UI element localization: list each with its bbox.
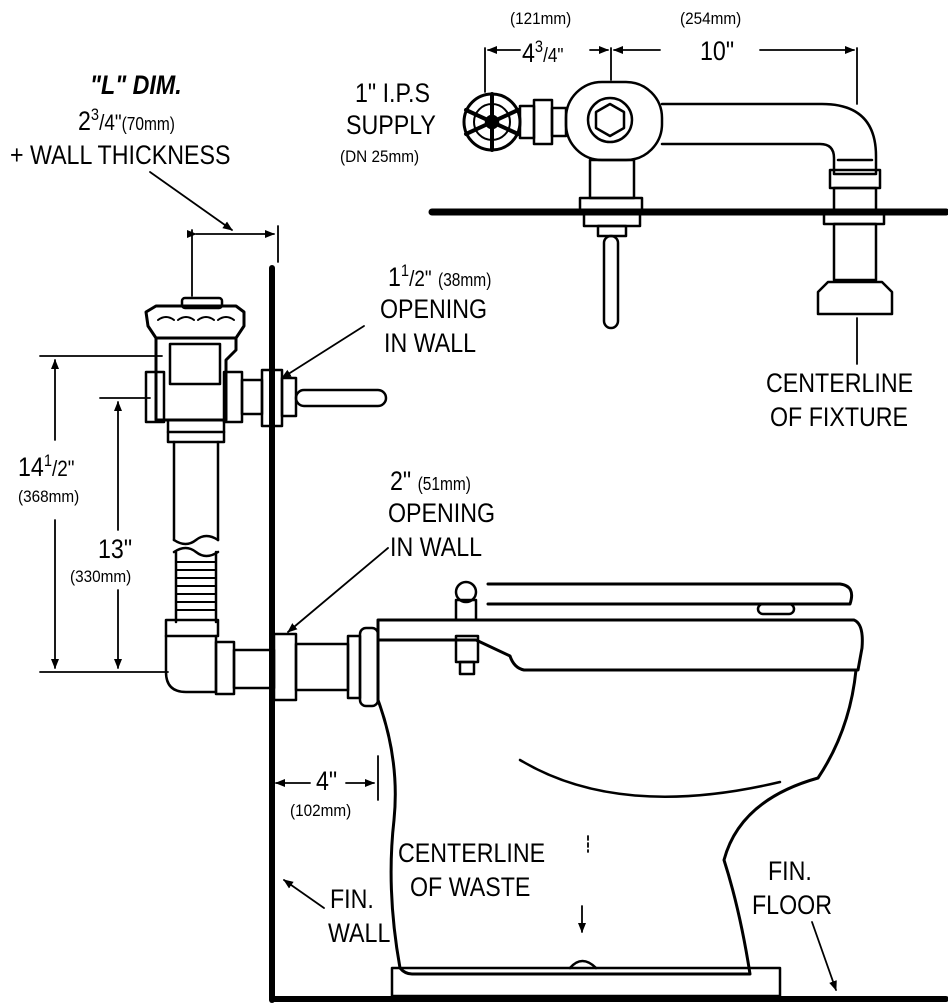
l-dim-plus-wall-thickness: + WALL THICKNESS — [10, 140, 231, 170]
l-dim-frac-den: /4" — [99, 110, 122, 135]
dim-14-1-2-den: /2" — [51, 456, 75, 481]
opening-2-line-3: IN WALL — [390, 532, 483, 562]
dim-14-1-2-num: 1 — [43, 451, 52, 470]
dimension-lines — [39, 46, 858, 991]
supply-label-1: 1" I.P.S — [355, 78, 430, 108]
l-dim-title: "L" DIM. — [90, 70, 182, 100]
top-dim-1-den: /4" — [543, 45, 564, 67]
opening-2-mm: (51mm) — [417, 474, 471, 494]
l-dim-frac-num: 3 — [90, 105, 100, 124]
opening-1-whole: 1 — [388, 262, 401, 292]
opening-2-inches: 2" — [390, 466, 412, 496]
centerline-waste-1: CENTERLINE — [398, 838, 546, 868]
opening-1-num: 1 — [400, 261, 410, 280]
opening-1-den: /2" — [409, 266, 432, 291]
l-dim-mm: (70mm) — [121, 114, 175, 134]
opening-2-line-2: OPENING — [388, 498, 496, 528]
opening-1-line-2: OPENING — [380, 294, 488, 324]
top-dim-2: 10" — [700, 36, 735, 66]
dim-4: 4" — [316, 766, 338, 796]
centerline-fixture-1: CENTERLINE — [766, 368, 914, 398]
top-dim-1: 43/4" — [522, 38, 564, 67]
fin-floor-2: FLOOR — [752, 890, 832, 920]
dim-14-1-2-mm: (368mm) — [18, 487, 80, 506]
top-view-supply-assembly — [428, 80, 948, 330]
top-dim-1-whole: 4 — [522, 38, 535, 68]
opening-2-size: 2" (51mm) — [390, 468, 471, 495]
toilet-bowl — [376, 580, 864, 998]
supply-label-3: (DN 25mm) — [340, 147, 420, 166]
dim-13: 13" — [98, 534, 133, 564]
fin-wall-2: WALL — [328, 918, 391, 948]
dim-13-mm: (330mm) — [70, 567, 132, 586]
top-dim-1-num: 3 — [534, 37, 544, 56]
supply-label-2: SUPPLY — [346, 110, 436, 140]
flush-valve — [144, 296, 388, 708]
dim-4-mm: (102mm) — [290, 801, 352, 820]
opening-1-line-3: IN WALL — [384, 328, 477, 358]
l-dim-whole: 2 — [78, 106, 91, 136]
fin-wall-1: FIN. — [330, 884, 374, 914]
top-dim-2-mm: (254mm) — [680, 9, 742, 28]
top-dim-1-mm: (121mm) — [510, 9, 572, 28]
l-dim-value: 23/4"(70mm) — [78, 106, 175, 135]
opening-1-mm: (38mm) — [438, 270, 492, 290]
centerline-waste-2: OF WASTE — [410, 872, 531, 902]
dim-14-1-2-whole: 14 — [18, 452, 44, 482]
opening-1-size: 11/2" (38mm) — [388, 262, 491, 291]
fin-floor-1: FIN. — [768, 856, 812, 886]
dim-14-1-2: 141/2" — [18, 452, 74, 481]
centerline-fixture-2: OF FIXTURE — [770, 402, 909, 432]
